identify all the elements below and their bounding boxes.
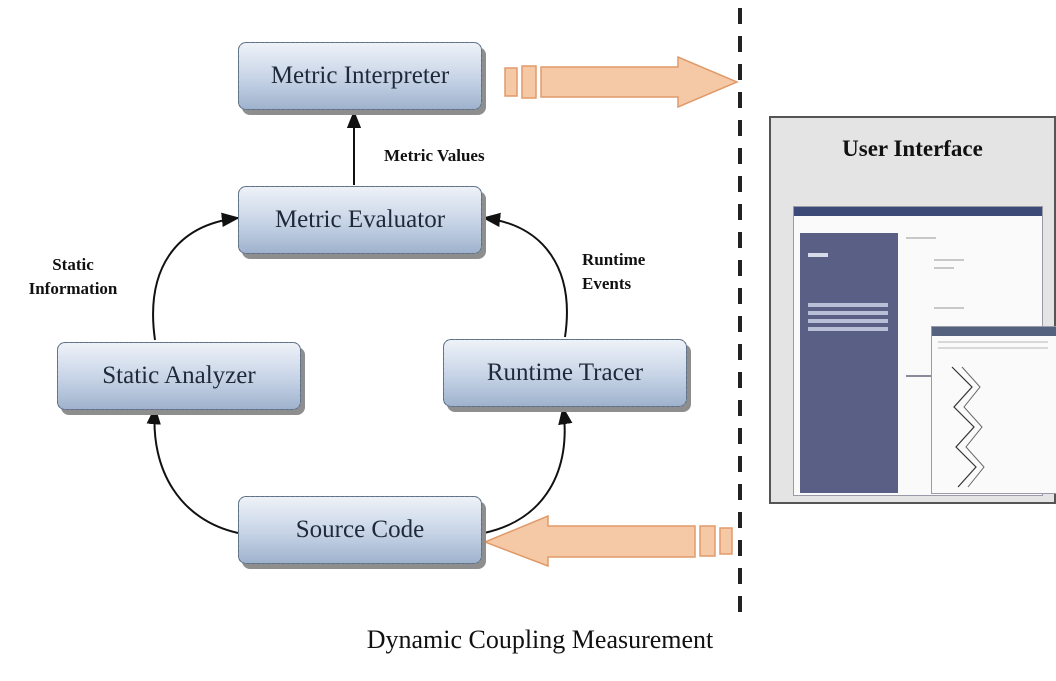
node-runtime-tracer: Runtime Tracer xyxy=(443,339,687,407)
node-static-analyzer: Static Analyzer xyxy=(57,342,301,410)
edge-label-static-line1: Static xyxy=(52,255,94,274)
block-arrow-from-ui xyxy=(482,514,733,568)
ui-chart-titlebar xyxy=(932,327,1056,336)
node-metric-interpreter-label: Metric Interpreter xyxy=(270,62,450,89)
node-metric-evaluator: Metric Evaluator xyxy=(238,186,482,254)
edge-label-runtime-line2: Events xyxy=(582,274,632,293)
node-source-code: Source Code xyxy=(238,496,482,564)
edge-label-metric-values: Metric Values xyxy=(384,146,485,165)
user-interface-screenshot xyxy=(793,206,1056,496)
user-interface-title: User Interface xyxy=(842,136,983,161)
user-interface-panel: User Interface xyxy=(769,116,1056,504)
block-arrow-to-ui xyxy=(504,55,739,109)
node-metric-interpreter: Metric Interpreter xyxy=(238,42,482,110)
node-metric-evaluator-label: Metric Evaluator xyxy=(274,206,446,233)
ui-chart-plot xyxy=(951,366,985,488)
arrow-source-to-static xyxy=(146,406,239,534)
ui-main-sidebar xyxy=(800,233,898,493)
node-static-analyzer-label: Static Analyzer xyxy=(102,362,256,389)
edge-label-static-information: Static Information xyxy=(18,253,128,301)
arrow-runtime-to-evaluator xyxy=(482,212,568,338)
arrow-static-to-evaluator xyxy=(152,212,240,341)
edge-label-runtime-line1: Runtime xyxy=(582,250,646,269)
ui-chart-window xyxy=(931,326,1056,494)
node-source-code-label: Source Code xyxy=(295,516,425,543)
edge-label-runtime-events: Runtime Events xyxy=(582,248,645,296)
arrow-source-to-runtime xyxy=(483,406,573,534)
ui-main-titlebar xyxy=(794,207,1042,216)
edge-label-static-line2: Information xyxy=(28,279,118,298)
node-runtime-tracer-label: Runtime Tracer xyxy=(486,359,644,386)
diagram-caption: Dynamic Coupling Measurement xyxy=(366,625,714,654)
